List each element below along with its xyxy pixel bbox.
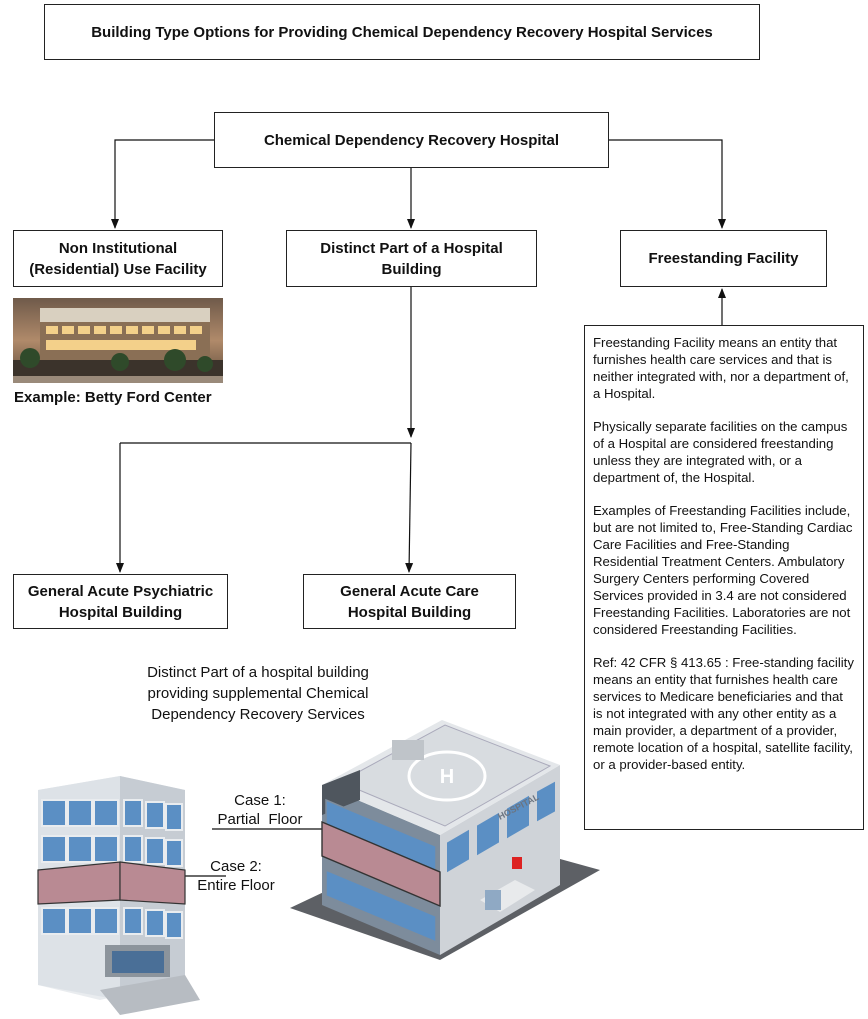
- node-general-acute-psychiatric: General Acute Psychiatric Hospital Build…: [13, 574, 228, 629]
- connector-to-acute: [405, 442, 414, 573]
- right-highlighted-partial-floor: [321, 820, 441, 908]
- node-non-institutional: Non Institutional (Residential) Use Faci…: [13, 230, 223, 287]
- root-node-cdrh: Chemical Dependency Recovery Hospital: [214, 112, 609, 168]
- definition-paragraph-1: Freestanding Facility means an entity th…: [593, 335, 849, 401]
- connector-root-to-free: [609, 139, 726, 229]
- definition-paragraph-3: Examples of Freestanding Facilities incl…: [593, 503, 853, 637]
- node-distinct-part: Distinct Part of a Hospital Building: [286, 230, 537, 287]
- svg-text:H: H: [440, 766, 454, 788]
- node-freestanding: Freestanding Facility: [620, 230, 827, 287]
- definition-paragraph-2: Physically separate facilities on the ca…: [593, 419, 848, 485]
- definition-paragraph-4: Ref: 42 CFR § 413.65 : Free-standing fac…: [593, 655, 854, 772]
- case2-label: Case 2: Entire Floor: [197, 858, 275, 894]
- left-highlighted-floor: [37, 861, 186, 905]
- node-general-acute-care: General Acute Care Hospital Building: [303, 574, 516, 629]
- example-caption: Example: Betty Ford Center: [14, 389, 212, 406]
- connector-root-to-nonres: [111, 139, 214, 229]
- diagram-title: Building Type Options for Providing Chem…: [44, 4, 760, 60]
- case1-label: Case 1: Partial Floor: [217, 792, 303, 828]
- supplemental-caption: Distinct Part of a hospital building pro…: [147, 664, 369, 723]
- freestanding-definition-box: Freestanding Facility means an entity th…: [584, 325, 864, 830]
